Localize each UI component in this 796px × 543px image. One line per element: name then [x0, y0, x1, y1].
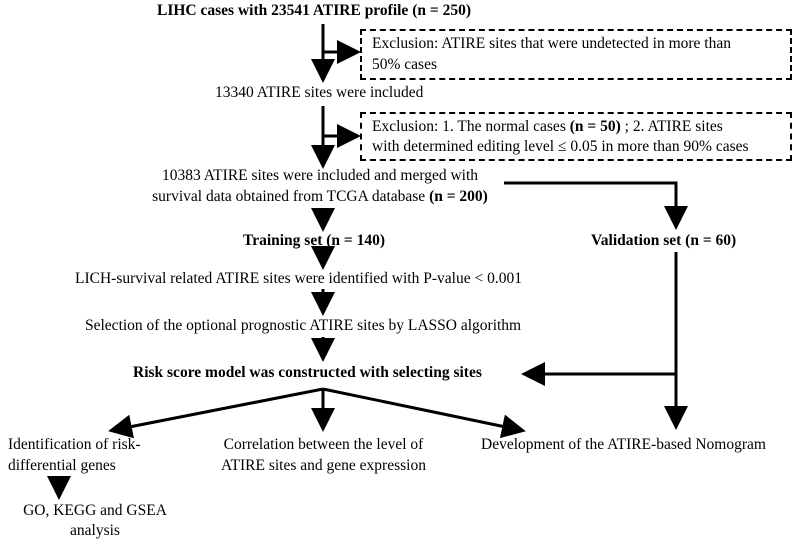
title-count: (n = 250) — [412, 2, 471, 19]
branch-correlation-line2: ATIRE sites and gene expression — [221, 457, 426, 474]
branch-nomogram: Development of the ATIRE-based Nomogram — [481, 436, 766, 453]
step-merged-line2: survival data obtained from TCGA databas… — [130, 186, 510, 207]
branch-correlation-line1: Correlation between the level of — [223, 436, 424, 453]
step-included: 13340 ATIRE sites were included — [215, 84, 424, 101]
exclusion2-line1-suffix: ; 2. ATIRE sites — [620, 118, 723, 135]
risk-model: Risk score model was constructed with se… — [133, 364, 482, 381]
title-node: LIHC cases with 23541 ATIRE profile (n =… — [157, 0, 471, 21]
exclusion1-line2: 50% cases — [372, 56, 437, 73]
step-enrichment-line2: analysis — [70, 522, 120, 539]
step-merged-count: (n = 200) — [429, 188, 488, 205]
title-prefix: LIHC cases with 23541 ATIRE profile — [157, 2, 413, 19]
step-merged-prefix: survival data obtained from TCGA databas… — [152, 188, 430, 205]
exclusion-box-1: Exclusion: ATIRE sites that were undetec… — [360, 29, 792, 80]
exclusion2-line2: with determined editing level ≤ 0.05 in … — [372, 138, 749, 155]
arrow-validation-to-risk — [521, 252, 678, 386]
step-lasso: Selection of the optional prognostic ATI… — [85, 317, 522, 334]
step-survival: LICH-survival related ATIRE sites were i… — [75, 270, 522, 287]
exclusion2-line1: Exclusion: 1. The normal cases (n = 50) … — [372, 116, 723, 137]
arrow-risk-to-genes — [108, 387, 324, 439]
branch-genes-line2: differential genes — [8, 457, 116, 474]
arrow-risk-to-nomogram — [322, 387, 526, 439]
validation-set: Validation set (n = 60) — [591, 232, 737, 249]
exclusion2-line1-prefix: Exclusion: 1. The normal cases — [372, 118, 570, 135]
step-merged-line1: 10383 ATIRE sites were included and merg… — [161, 167, 479, 184]
arrow-merged-to-validation — [504, 181, 688, 230]
exclusion-box-2: Exclusion: 1. The normal cases (n = 50) … — [360, 112, 792, 161]
training-set: Training set (n = 140) — [243, 232, 386, 249]
branch-genes-line1: Identification of risk- — [8, 436, 141, 453]
exclusion1-line1: Exclusion: ATIRE sites that were undetec… — [372, 35, 731, 52]
exclusion2-normal-count: (n = 50) — [569, 118, 621, 135]
step-enrichment-line1: GO, KEGG and GSEA — [23, 502, 167, 519]
